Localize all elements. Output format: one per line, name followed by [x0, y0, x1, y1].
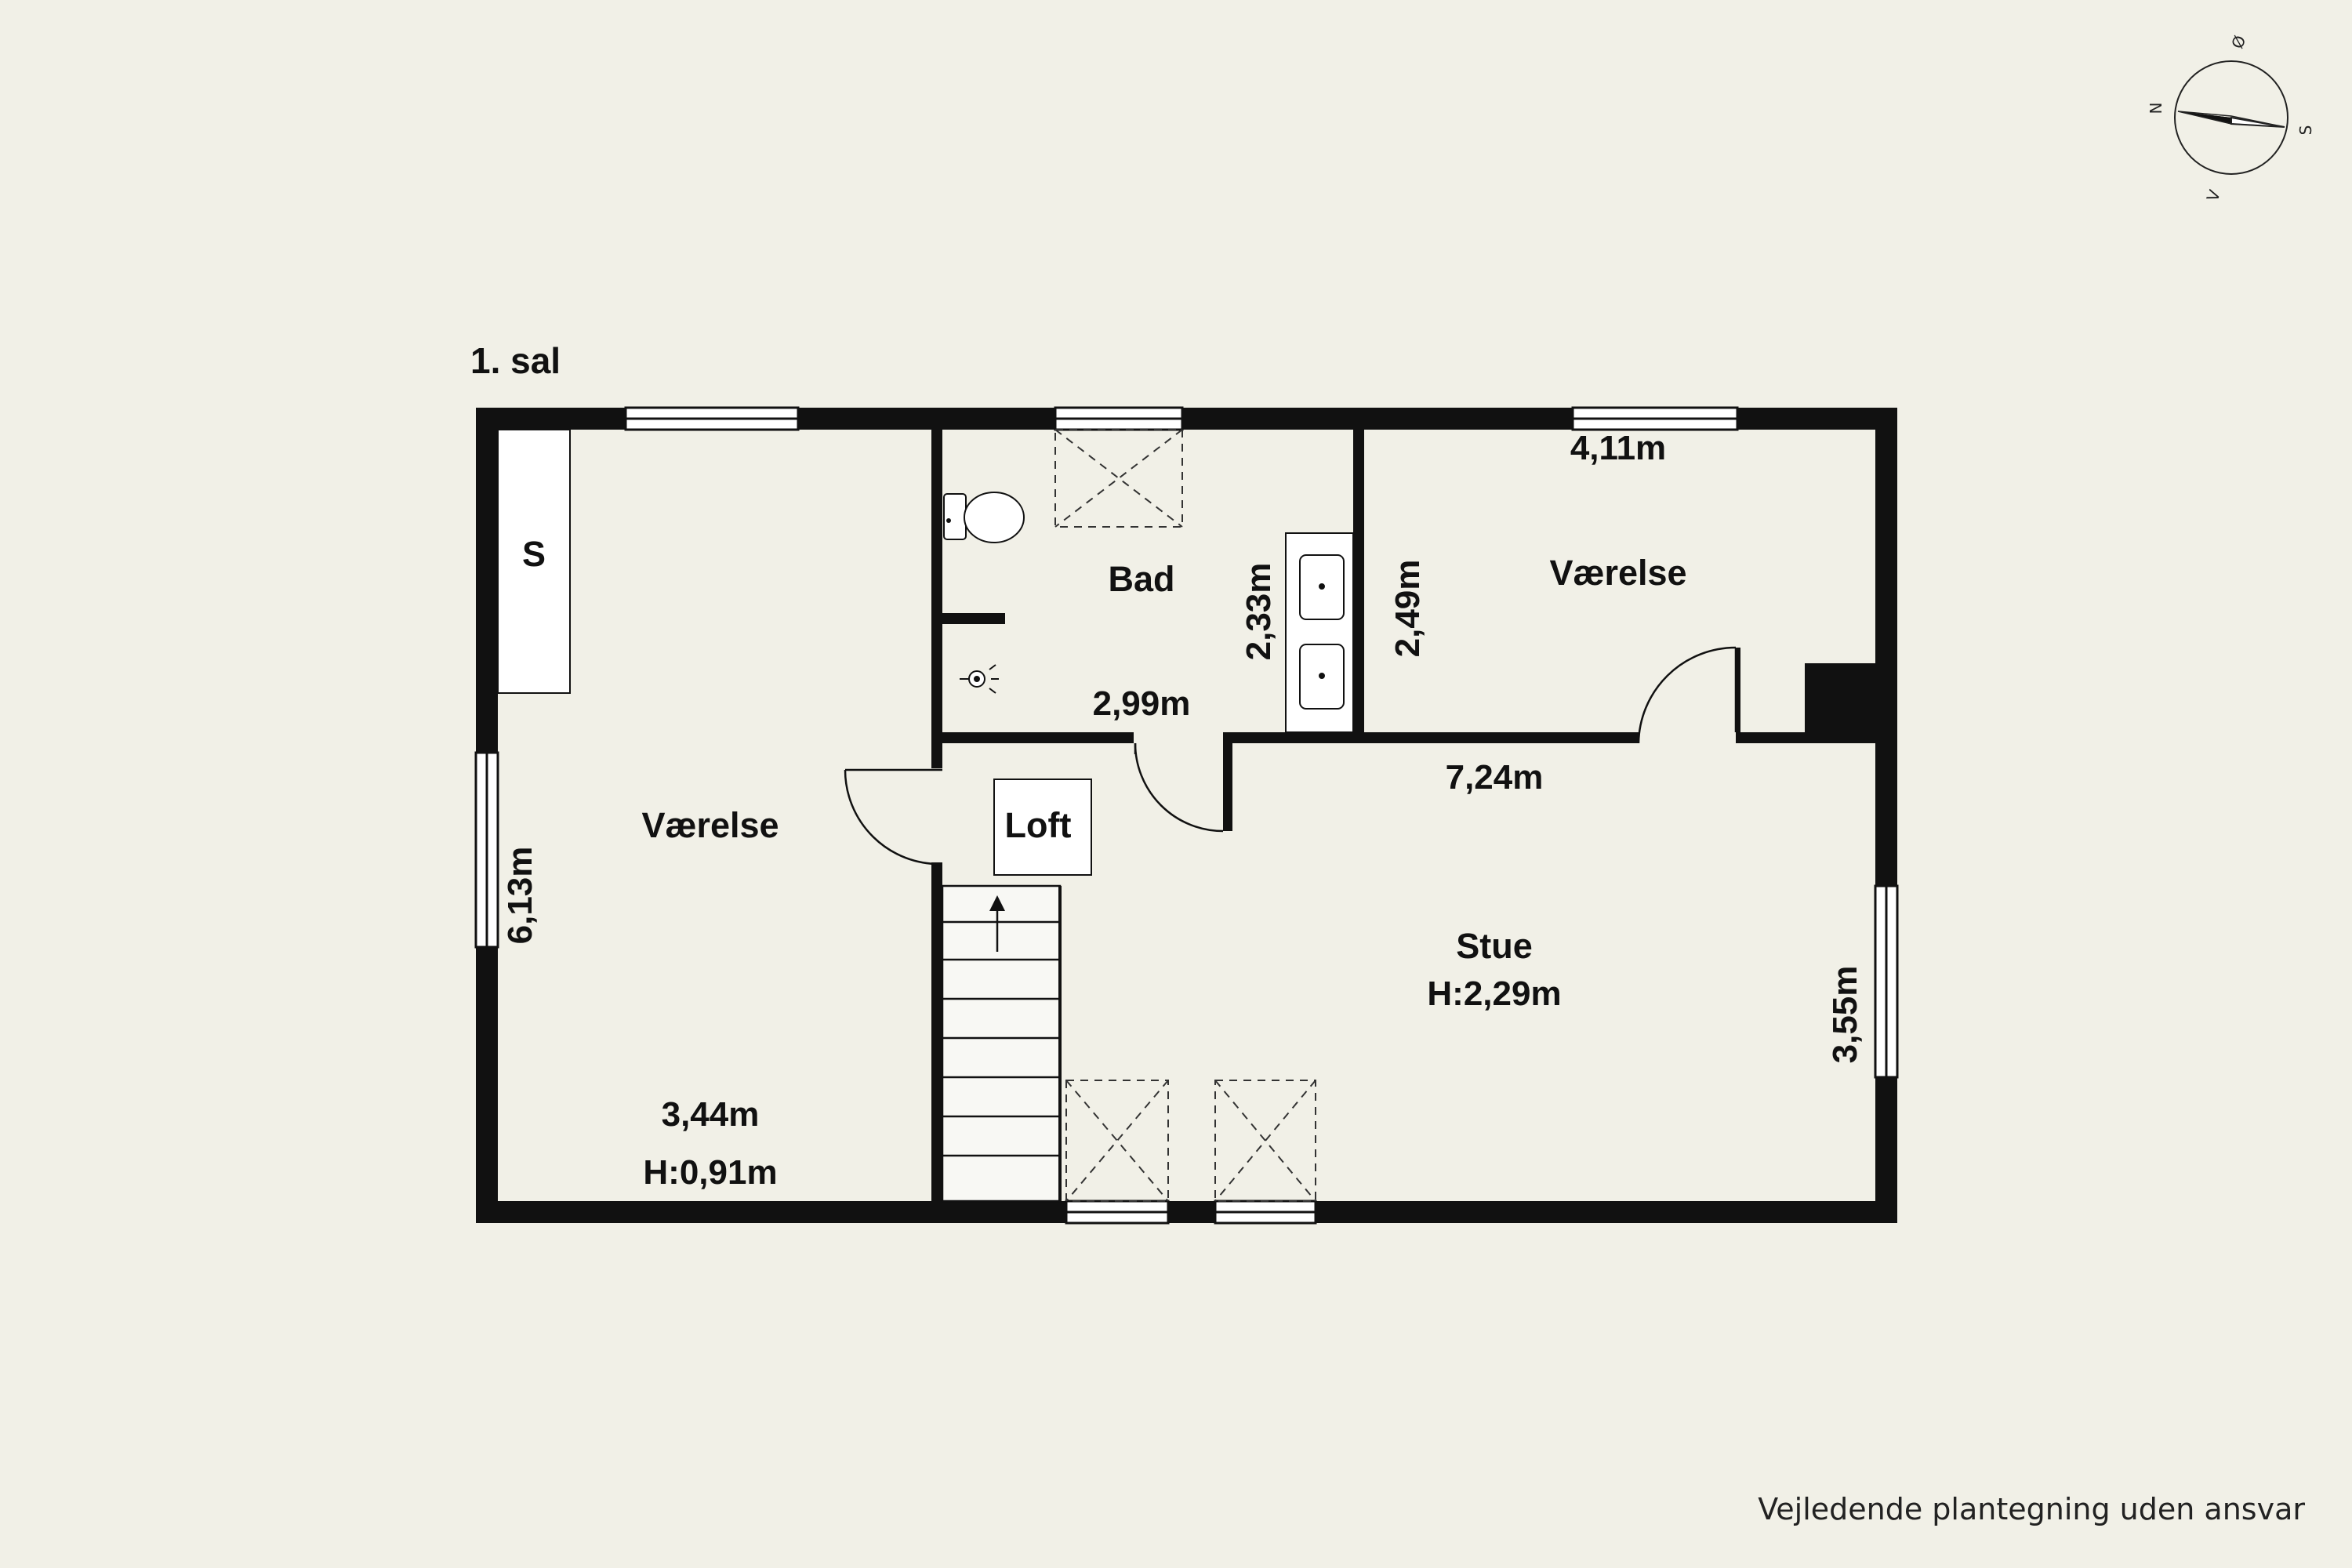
attic-hatch: Loft: [993, 779, 1092, 876]
dim-bedroom-east-horizontal: 4,11m: [1570, 429, 1666, 467]
compass-n: N: [2146, 103, 2165, 114]
room-name-bath: Bad: [1108, 559, 1174, 599]
doors: [844, 646, 1737, 866]
window-top-bedroom-east: [1571, 406, 1739, 431]
outer-wall-bottom: [476, 1201, 1897, 1223]
wall-door-jamb: [1736, 648, 1740, 742]
window-bottom-living-1: [1065, 1200, 1170, 1225]
window-right-living: [1874, 884, 1899, 1079]
wall-bedroom-stairs-lower: [931, 862, 942, 1201]
staircase: [941, 884, 1062, 1203]
chimney-block: [1805, 663, 1875, 734]
wall-bedroom-bottom-right: [1736, 732, 1875, 743]
compass-s: S: [2296, 125, 2315, 136]
wall-bath-stub: [942, 613, 1005, 624]
window-bottom-living-2: [1214, 1200, 1317, 1225]
skylight-living-2: [1214, 1080, 1316, 1202]
windows: [474, 406, 1899, 1225]
window-left-bedroom-west: [474, 751, 499, 949]
compass-o: Ø: [2227, 33, 2249, 51]
dim-bath-vertical: 2,33m: [1240, 563, 1278, 661]
dim-bedroom-west-horizontal: 3,44m: [662, 1095, 760, 1134]
floor-title: 1. sal: [470, 340, 561, 381]
window-top-bath: [1054, 406, 1184, 431]
shower-icon: [960, 664, 999, 694]
room-name-bedroom-east: Værelse: [1549, 553, 1686, 593]
double-sink-icon: [1285, 532, 1354, 733]
toilet-icon: [943, 492, 1025, 543]
wall-bath-bottom-left: [942, 732, 1134, 743]
room-name-living: Stue: [1456, 926, 1533, 966]
door-bedroom-west: [844, 768, 942, 866]
attic-hatch-label: Loft: [1005, 805, 1072, 845]
bath-fixtures: [943, 492, 1354, 733]
height-living: H:2,29m: [1427, 975, 1561, 1013]
compass-v: V: [2203, 187, 2224, 204]
compass: N Ø S V: [2146, 33, 2315, 204]
wall-bedroom-bath-upper: [931, 430, 942, 768]
wall-bath-bedroom-bottom: [1231, 732, 1639, 743]
door-bedroom-east: [1637, 646, 1737, 744]
stair-arrow-icon: [989, 895, 1005, 952]
dim-bedroom-east-vertical: 2,49m: [1388, 560, 1427, 658]
disclaimer: Vejledende plantegning uden ansvar: [1758, 1492, 2305, 1526]
height-bedroom-west: H:0,91m: [643, 1153, 777, 1192]
closet-label: S: [522, 534, 546, 574]
dim-bedroom-west-vertical: 6,13m: [501, 847, 539, 945]
wall-stub-hall: [1223, 732, 1232, 831]
skylight-living-1: [1065, 1080, 1169, 1202]
closet: S: [497, 429, 571, 694]
door-bath: [1134, 742, 1224, 833]
walls: [476, 408, 1897, 1223]
dim-bath-horizontal: 2,99m: [1093, 684, 1191, 723]
compass-needle-icon: [2177, 111, 2285, 128]
room-name-bedroom-west: Værelse: [641, 805, 779, 845]
wall-bath-bedroom: [1353, 430, 1364, 735]
outer-wall-right: [1875, 408, 1897, 1223]
labels: 1. sal Værelse 3,44m H:0,91m 6,13m Bad 2…: [470, 340, 1864, 1192]
skylights: [1054, 429, 1316, 1202]
skylight-bath: [1054, 429, 1183, 528]
dim-living-horizontal: 7,24m: [1446, 758, 1544, 797]
window-top-bedroom-west: [624, 406, 800, 431]
dim-living-vertical: 3,55m: [1826, 966, 1864, 1064]
compass-ring: [2174, 60, 2288, 175]
